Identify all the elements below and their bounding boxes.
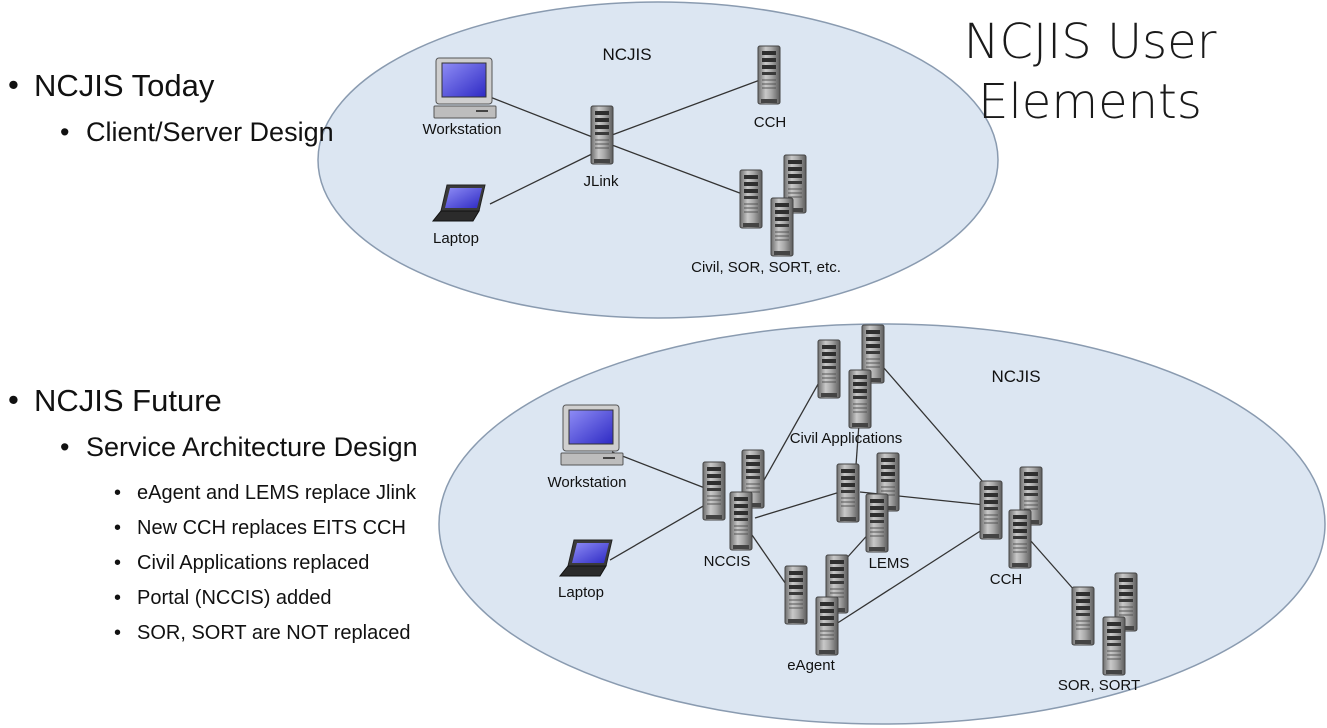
sor-server-icon-1: [1071, 586, 1095, 646]
today-heading: NCJIS Today: [8, 67, 214, 104]
nccis-label: NCCIS: [704, 553, 751, 570]
future-sub-bullets: Service Architecture Design: [60, 432, 418, 463]
lems-server-icon-3: [865, 493, 889, 553]
nccis-server-icon-1: [702, 461, 726, 521]
future-heading: NCJIS Future: [8, 382, 222, 419]
ncjis-today-cloud: [317, 1, 999, 319]
civil-server-icon-1: [817, 339, 841, 399]
today-subheading: Client/Server Design: [60, 117, 334, 148]
future-point: Portal (NCCIS) added: [112, 581, 416, 616]
future-links: [609, 359, 1091, 625]
today-workstation-label: Workstation: [423, 121, 502, 138]
civil-applications-label: Civil Applications: [790, 430, 903, 447]
future-subheading: Service Architecture Design: [60, 432, 418, 463]
eagent-label: eAgent: [787, 657, 835, 674]
future-cloud-label: NCJIS: [991, 367, 1040, 386]
sor-server-icon-3: [1102, 616, 1126, 676]
eagent-server-icon-2: [815, 596, 839, 656]
today-bullets: NCJIS Today: [8, 67, 214, 104]
slide-title: NCJIS User Elements: [945, 12, 1235, 132]
future-point: New CCH replaces EITS CCH: [112, 511, 416, 546]
today-laptop-label: Laptop: [433, 230, 479, 247]
civil-server-icon-3: [848, 369, 872, 429]
today-cch-server-icon: [757, 45, 781, 105]
lems-label: LEMS: [869, 555, 910, 572]
today-sub-bullets: Client/Server Design: [60, 117, 334, 148]
today-jlink-server-icon: [590, 105, 614, 165]
cch-label: CCH: [990, 571, 1023, 588]
today-workstation-icon: [433, 57, 497, 119]
sor-sort-label: SOR, SORT: [1058, 677, 1140, 694]
future-point: Civil Applications replaced: [112, 546, 416, 581]
today-cch-label: CCH: [754, 114, 787, 131]
today-civil-server-icon-2: [739, 169, 763, 229]
future-bullets: NCJIS Future: [8, 382, 222, 419]
future-point: eAgent and LEMS replace Jlink: [112, 476, 416, 511]
eagent-server-icon-1: [784, 565, 808, 625]
today-cloud-label: NCJIS: [602, 45, 651, 64]
nccis-server-icon-3: [729, 491, 753, 551]
future-point: SOR, SORT are NOT replaced: [112, 616, 416, 651]
cch-server-icon-3: [1008, 509, 1032, 569]
today-jlink-label: JLink: [583, 173, 619, 190]
today-links: [489, 79, 761, 205]
future-laptop-label: Laptop: [558, 584, 604, 601]
future-workstation-icon: [560, 404, 624, 466]
future-workstation-label: Workstation: [548, 474, 627, 491]
today-civil-server-icon-3: [770, 197, 794, 257]
slide-title-line-1: NCJIS User: [963, 14, 1217, 70]
today-civil-label: Civil, SOR, SORT, etc.: [691, 259, 841, 276]
slide-title-line-2: Elements: [978, 74, 1202, 130]
cch-server-icon-1: [979, 480, 1003, 540]
future-points: eAgent and LEMS replace Jlink New CCH re…: [112, 476, 416, 651]
lems-server-icon-1: [836, 463, 860, 523]
